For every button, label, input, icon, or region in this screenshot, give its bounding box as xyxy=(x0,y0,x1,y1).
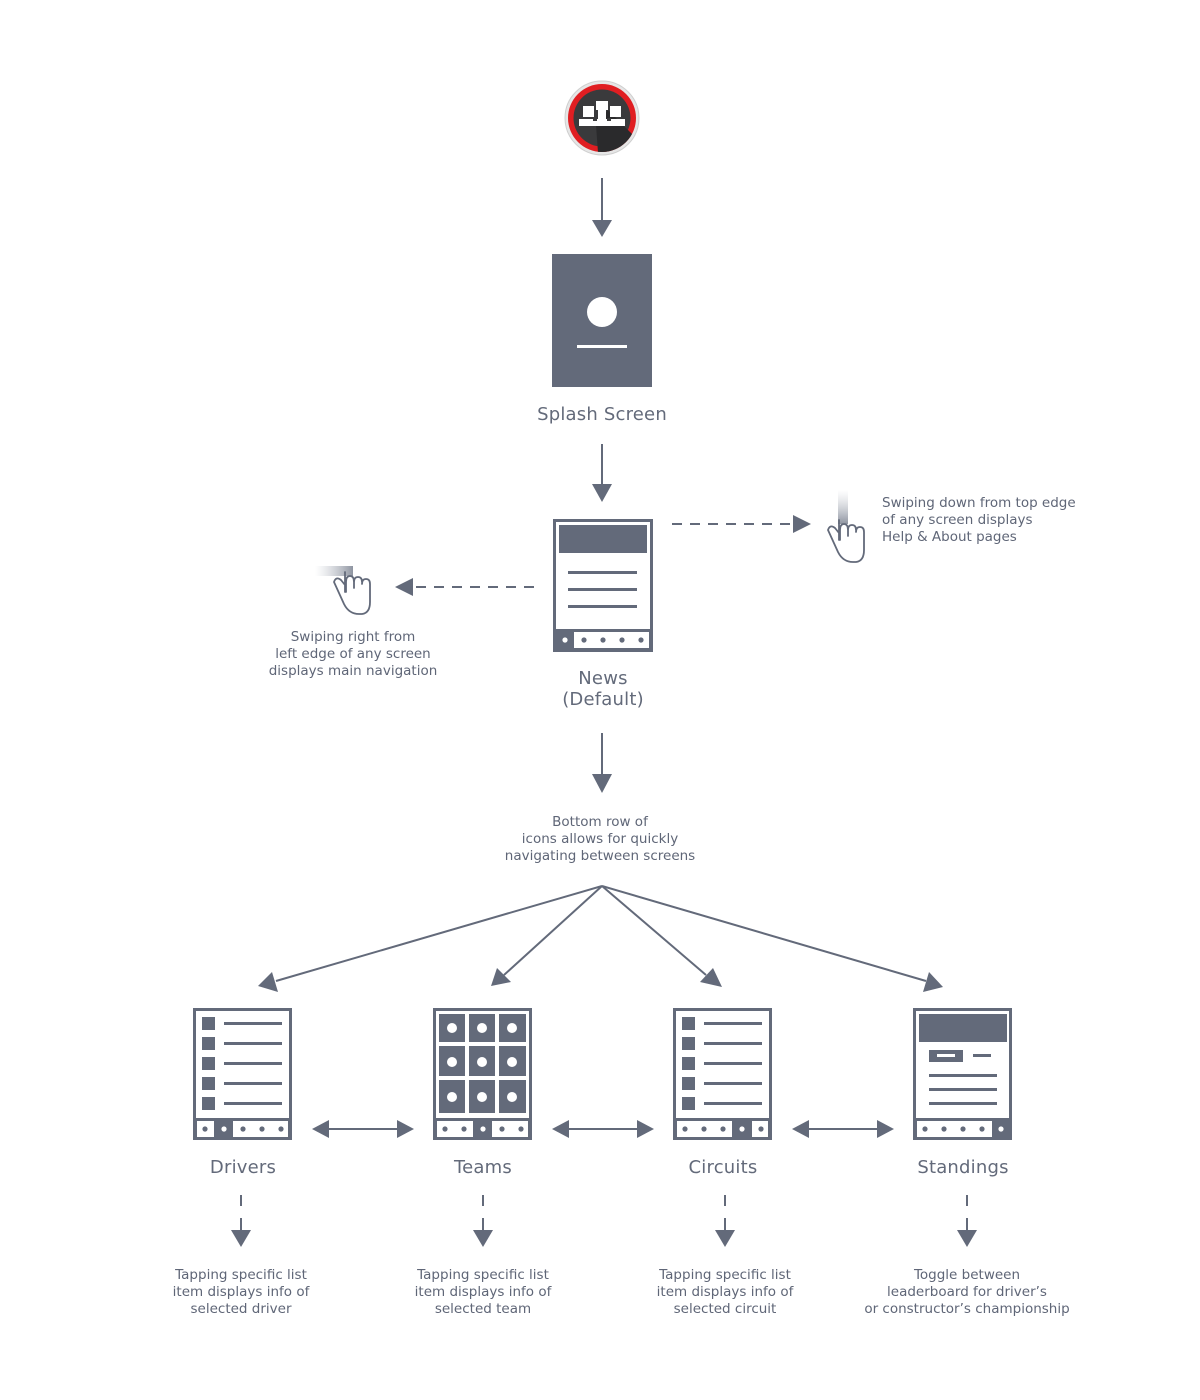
swipe-right-hand-icon xyxy=(315,566,371,615)
arrow-hub-to-drivers xyxy=(258,885,603,992)
note-swipe-right-line-2: left edge of any screen xyxy=(275,646,431,662)
arrow-hub-to-teams xyxy=(491,885,603,986)
arrow-hub-to-circuits xyxy=(601,885,722,987)
note-circuits-line-1: Tapping specific list xyxy=(659,1267,791,1283)
circuits-label: Circuits xyxy=(688,1157,758,1178)
note-drivers-line-1: Tapping specific list xyxy=(175,1267,307,1283)
drivers-label: Drivers xyxy=(209,1157,277,1178)
note-standings: Toggle between leaderboard for driver’s … xyxy=(837,1267,1097,1318)
note-swipe-right: Swiping right from left edge of any scre… xyxy=(238,629,468,680)
note-drivers: Tapping specific list item displays info… xyxy=(131,1267,351,1318)
note-swipe-down-line-3: Help & About pages xyxy=(882,529,1017,545)
teams-screen-mock xyxy=(433,1008,532,1140)
news-label-line-2: (Default) xyxy=(562,689,644,710)
note-teams: Tapping specific list item displays info… xyxy=(373,1267,593,1318)
arrow-circuits-note xyxy=(715,1195,735,1247)
arrow-news-to-bottom xyxy=(592,733,612,793)
teams-label: Teams xyxy=(454,1157,512,1178)
standings-label: Standings xyxy=(917,1157,1009,1178)
note-bottom-row-line-2: icons allows for quickly xyxy=(521,831,679,847)
app-icon xyxy=(564,80,640,156)
double-arrow-circuits-standings xyxy=(792,1120,894,1138)
dashed-arrow-left xyxy=(395,578,534,596)
note-circuits: Tapping specific list item displays info… xyxy=(615,1267,835,1318)
note-swipe-down-line-1: Swiping down from top edge xyxy=(882,495,1076,511)
note-teams-line-2: item displays info of xyxy=(414,1284,552,1300)
news-label-line-1: News xyxy=(578,668,628,689)
note-bottom-row-line-3: navigating between screens xyxy=(504,848,696,864)
note-teams-line-3: selected team xyxy=(434,1301,532,1317)
arrow-drivers-note xyxy=(231,1195,251,1247)
arrow-splash-to-news xyxy=(592,444,612,502)
note-drivers-line-2: item displays info of xyxy=(172,1284,310,1300)
arrow-hub-to-standings xyxy=(601,885,943,992)
note-bottom-row-line-1: Bottom row of xyxy=(552,814,648,830)
splash-screen-mock xyxy=(552,254,652,387)
swipe-down-hand-icon xyxy=(827,490,865,563)
note-swipe-down-line-2: of any screen displays xyxy=(882,512,1033,528)
note-swipe-right-line-3: displays main navigation xyxy=(268,663,438,679)
standings-screen-mock xyxy=(913,1008,1012,1140)
news-screen-mock xyxy=(553,519,653,652)
note-teams-line-1: Tapping specific list xyxy=(417,1267,549,1283)
double-arrow-drivers-teams xyxy=(312,1120,414,1138)
note-standings-line-1: Toggle between xyxy=(913,1267,1021,1283)
note-swipe-down: Swiping down from top edge of any screen… xyxy=(882,495,1182,546)
splash-screen-label: Splash Screen xyxy=(537,404,667,425)
note-standings-line-2: leaderboard for driver’s xyxy=(887,1284,1047,1300)
note-circuits-line-3: selected circuit xyxy=(673,1301,777,1317)
note-bottom-row: Bottom row of icons allows for quickly n… xyxy=(475,814,725,865)
note-standings-line-3: or constructor’s championship xyxy=(864,1301,1070,1317)
circuits-screen-mock xyxy=(673,1008,772,1140)
formula-car-icon xyxy=(579,101,625,126)
arrow-teams-note xyxy=(473,1195,493,1247)
note-circuits-line-2: item displays info of xyxy=(656,1284,794,1300)
news-label: News (Default) xyxy=(503,668,703,710)
drivers-screen-mock xyxy=(193,1008,292,1140)
dashed-arrow-right xyxy=(672,515,811,533)
double-arrow-teams-circuits xyxy=(552,1120,654,1138)
note-drivers-line-3: selected driver xyxy=(190,1301,292,1317)
note-swipe-right-line-1: Swiping right from xyxy=(290,629,416,645)
arrow-icon-to-splash xyxy=(592,178,612,237)
arrow-standings-note xyxy=(957,1195,977,1247)
